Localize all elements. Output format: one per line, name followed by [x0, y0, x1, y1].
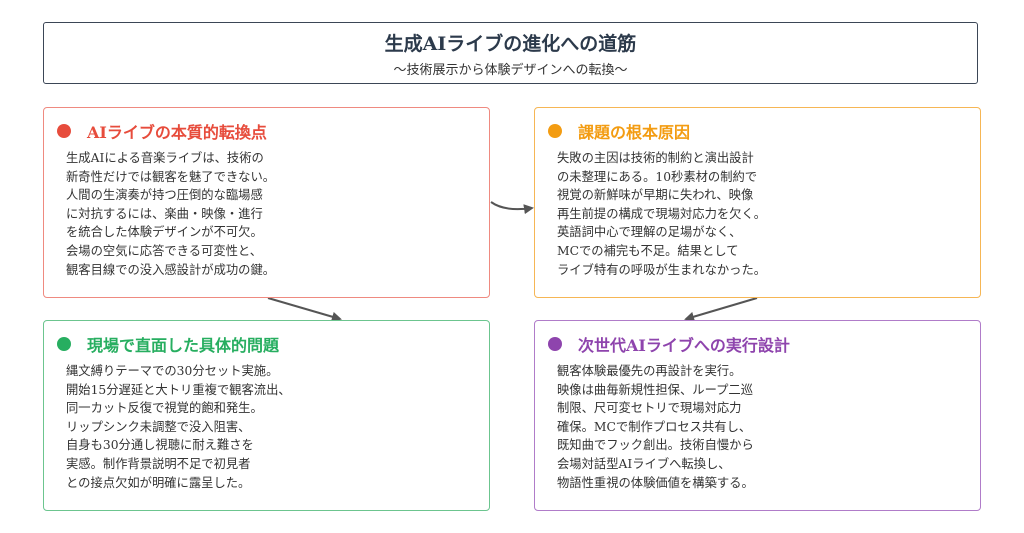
red-dot-icon	[57, 124, 71, 138]
card-essential-turning-point: AIライブの本質的転換点 生成AIによる音楽ライブは、技術の 新奇性だけでは観客…	[43, 107, 490, 298]
header-box: 生成AIライブの進化への道筋 〜技術展示から体験デザインへの転換〜	[43, 22, 978, 84]
page-subtitle: 〜技術展示から体験デザインへの転換〜	[393, 63, 628, 78]
card-title: 課題の根本原因	[578, 123, 691, 142]
card-title: 次世代AIライブへの実行設計	[578, 336, 790, 355]
card-title: 現場で直面した具体的問題	[87, 336, 280, 355]
arrow-card2-to-card4	[684, 297, 758, 322]
green-dot-icon	[57, 337, 71, 351]
card-body: 生成AIによる音楽ライブは、技術の 新奇性だけでは観客を魅了できない。 人間の生…	[66, 151, 276, 277]
card-root-cause: 課題の根本原因 失敗の主因は技術的制約と演出設計 の未整理にある。10秒素材の制…	[534, 107, 981, 298]
arrow-card1-to-card2	[490, 201, 534, 215]
purple-dot-icon	[548, 337, 562, 351]
orange-dot-icon	[548, 124, 562, 138]
card-body: 失敗の主因は技術的制約と演出設計 の未整理にある。10秒素材の制約で 視覚の新鮮…	[557, 151, 767, 277]
card-concrete-problems: 現場で直面した具体的問題 縄文縛りテーマでの30分セット実施。 開始15分遅延と…	[43, 320, 490, 511]
card-next-gen-design: 次世代AIライブへの実行設計 観客体験最優先の再設計を実行。 映像は曲毎新規性担…	[534, 320, 981, 511]
page-title: 生成AIライブの進化への道筋	[384, 33, 637, 55]
card-body: 縄文縛りテーマでの30分セット実施。 開始15分遅延と大トリ重複で観客流出、 同…	[66, 364, 291, 490]
card-title: AIライブの本質的転換点	[87, 123, 267, 142]
arrow-card1-to-card3	[267, 297, 342, 322]
card-body: 観客体験最優先の再設計を実行。 映像は曲毎新規性担保、ループ二巡 制限、尺可変セ…	[557, 364, 754, 490]
